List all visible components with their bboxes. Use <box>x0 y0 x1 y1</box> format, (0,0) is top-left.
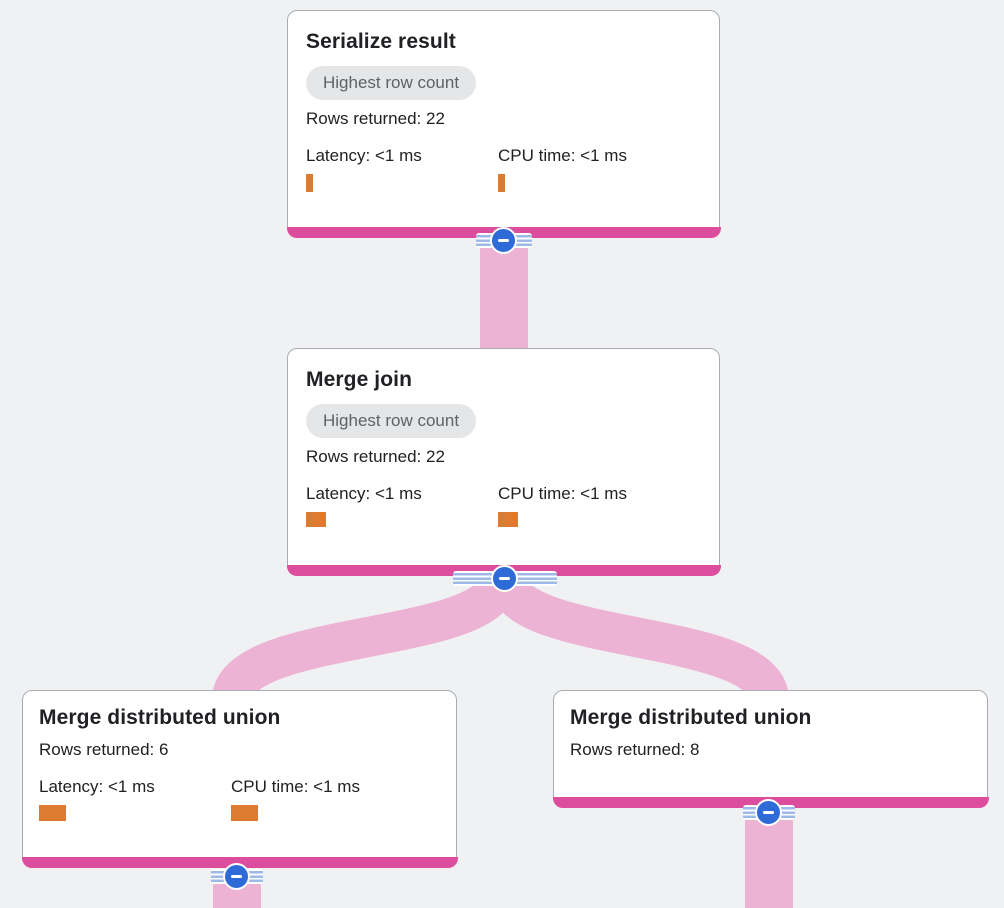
collapse-button-right-union[interactable] <box>755 799 782 826</box>
node-title: Merge join <box>306 368 413 391</box>
metrics-row: Latency: <1 ms CPU time: <1 ms <box>306 145 699 192</box>
cpu-time-label: CPU time: <1 ms <box>498 484 627 503</box>
latency-label: Latency: <1 ms <box>39 777 155 796</box>
node-accent-bar <box>21 856 458 868</box>
metrics-row: Latency: <1 ms CPU time: <1 ms <box>39 776 436 821</box>
plan-node-merge-distributed-union-left[interactable]: Merge distributed union Rows returned: 6… <box>21 690 458 868</box>
latency-label: Latency: <1 ms <box>306 146 422 165</box>
metrics-row: Latency: <1 ms CPU time: <1 ms <box>306 483 699 527</box>
latency-label: Latency: <1 ms <box>306 484 422 503</box>
cpu-time-metric: CPU time: <1 ms <box>498 145 699 192</box>
cpu-time-label: CPU time: <1 ms <box>231 777 360 796</box>
cpu-time-bar <box>498 174 505 192</box>
minus-icon <box>231 875 242 878</box>
node-title: Serialize result <box>306 30 456 53</box>
latency-metric: Latency: <1 ms <box>306 483 498 527</box>
rows-returned-text: Rows returned: 22 <box>306 447 445 466</box>
collapse-button-left-union[interactable] <box>223 863 250 890</box>
node-title: Merge distributed union <box>39 706 281 729</box>
cpu-time-label: CPU time: <1 ms <box>498 146 627 165</box>
cpu-time-metric: CPU time: <1 ms <box>498 483 699 527</box>
plan-node-serialize-result[interactable]: Serialize result Highest row count Rows … <box>286 10 721 238</box>
collapse-button-merge-join[interactable] <box>491 565 518 592</box>
latency-bar <box>306 512 326 527</box>
cpu-time-metric: CPU time: <1 ms <box>231 776 436 821</box>
minus-icon <box>763 811 774 814</box>
rows-returned-text: Rows returned: 6 <box>39 740 169 759</box>
latency-metric: Latency: <1 ms <box>39 776 231 821</box>
edge-serialize-to-mergejoin <box>480 238 528 352</box>
collapse-button-serialize-result[interactable] <box>490 227 517 254</box>
cpu-time-bar <box>231 805 258 821</box>
rows-returned-text: Rows returned: 22 <box>306 109 445 128</box>
latency-bar <box>306 174 313 192</box>
plan-node-merge-distributed-union-right[interactable]: Merge distributed union Rows returned: 8 <box>552 690 989 808</box>
highest-row-count-badge: Highest row count <box>306 66 477 100</box>
minus-icon <box>499 577 510 580</box>
rows-returned-text: Rows returned: 8 <box>570 740 700 759</box>
edge-mergejoin-to-right-union <box>487 574 789 704</box>
node-title: Merge distributed union <box>570 706 812 729</box>
latency-metric: Latency: <1 ms <box>306 145 498 192</box>
minus-icon <box>498 239 509 242</box>
edge-mergejoin-to-left-union <box>212 574 519 704</box>
latency-bar <box>39 805 66 821</box>
cpu-time-bar <box>498 512 518 527</box>
highest-row-count-badge: Highest row count <box>306 404 477 438</box>
plan-node-merge-join[interactable]: Merge join Highest row count Rows return… <box>286 348 721 576</box>
